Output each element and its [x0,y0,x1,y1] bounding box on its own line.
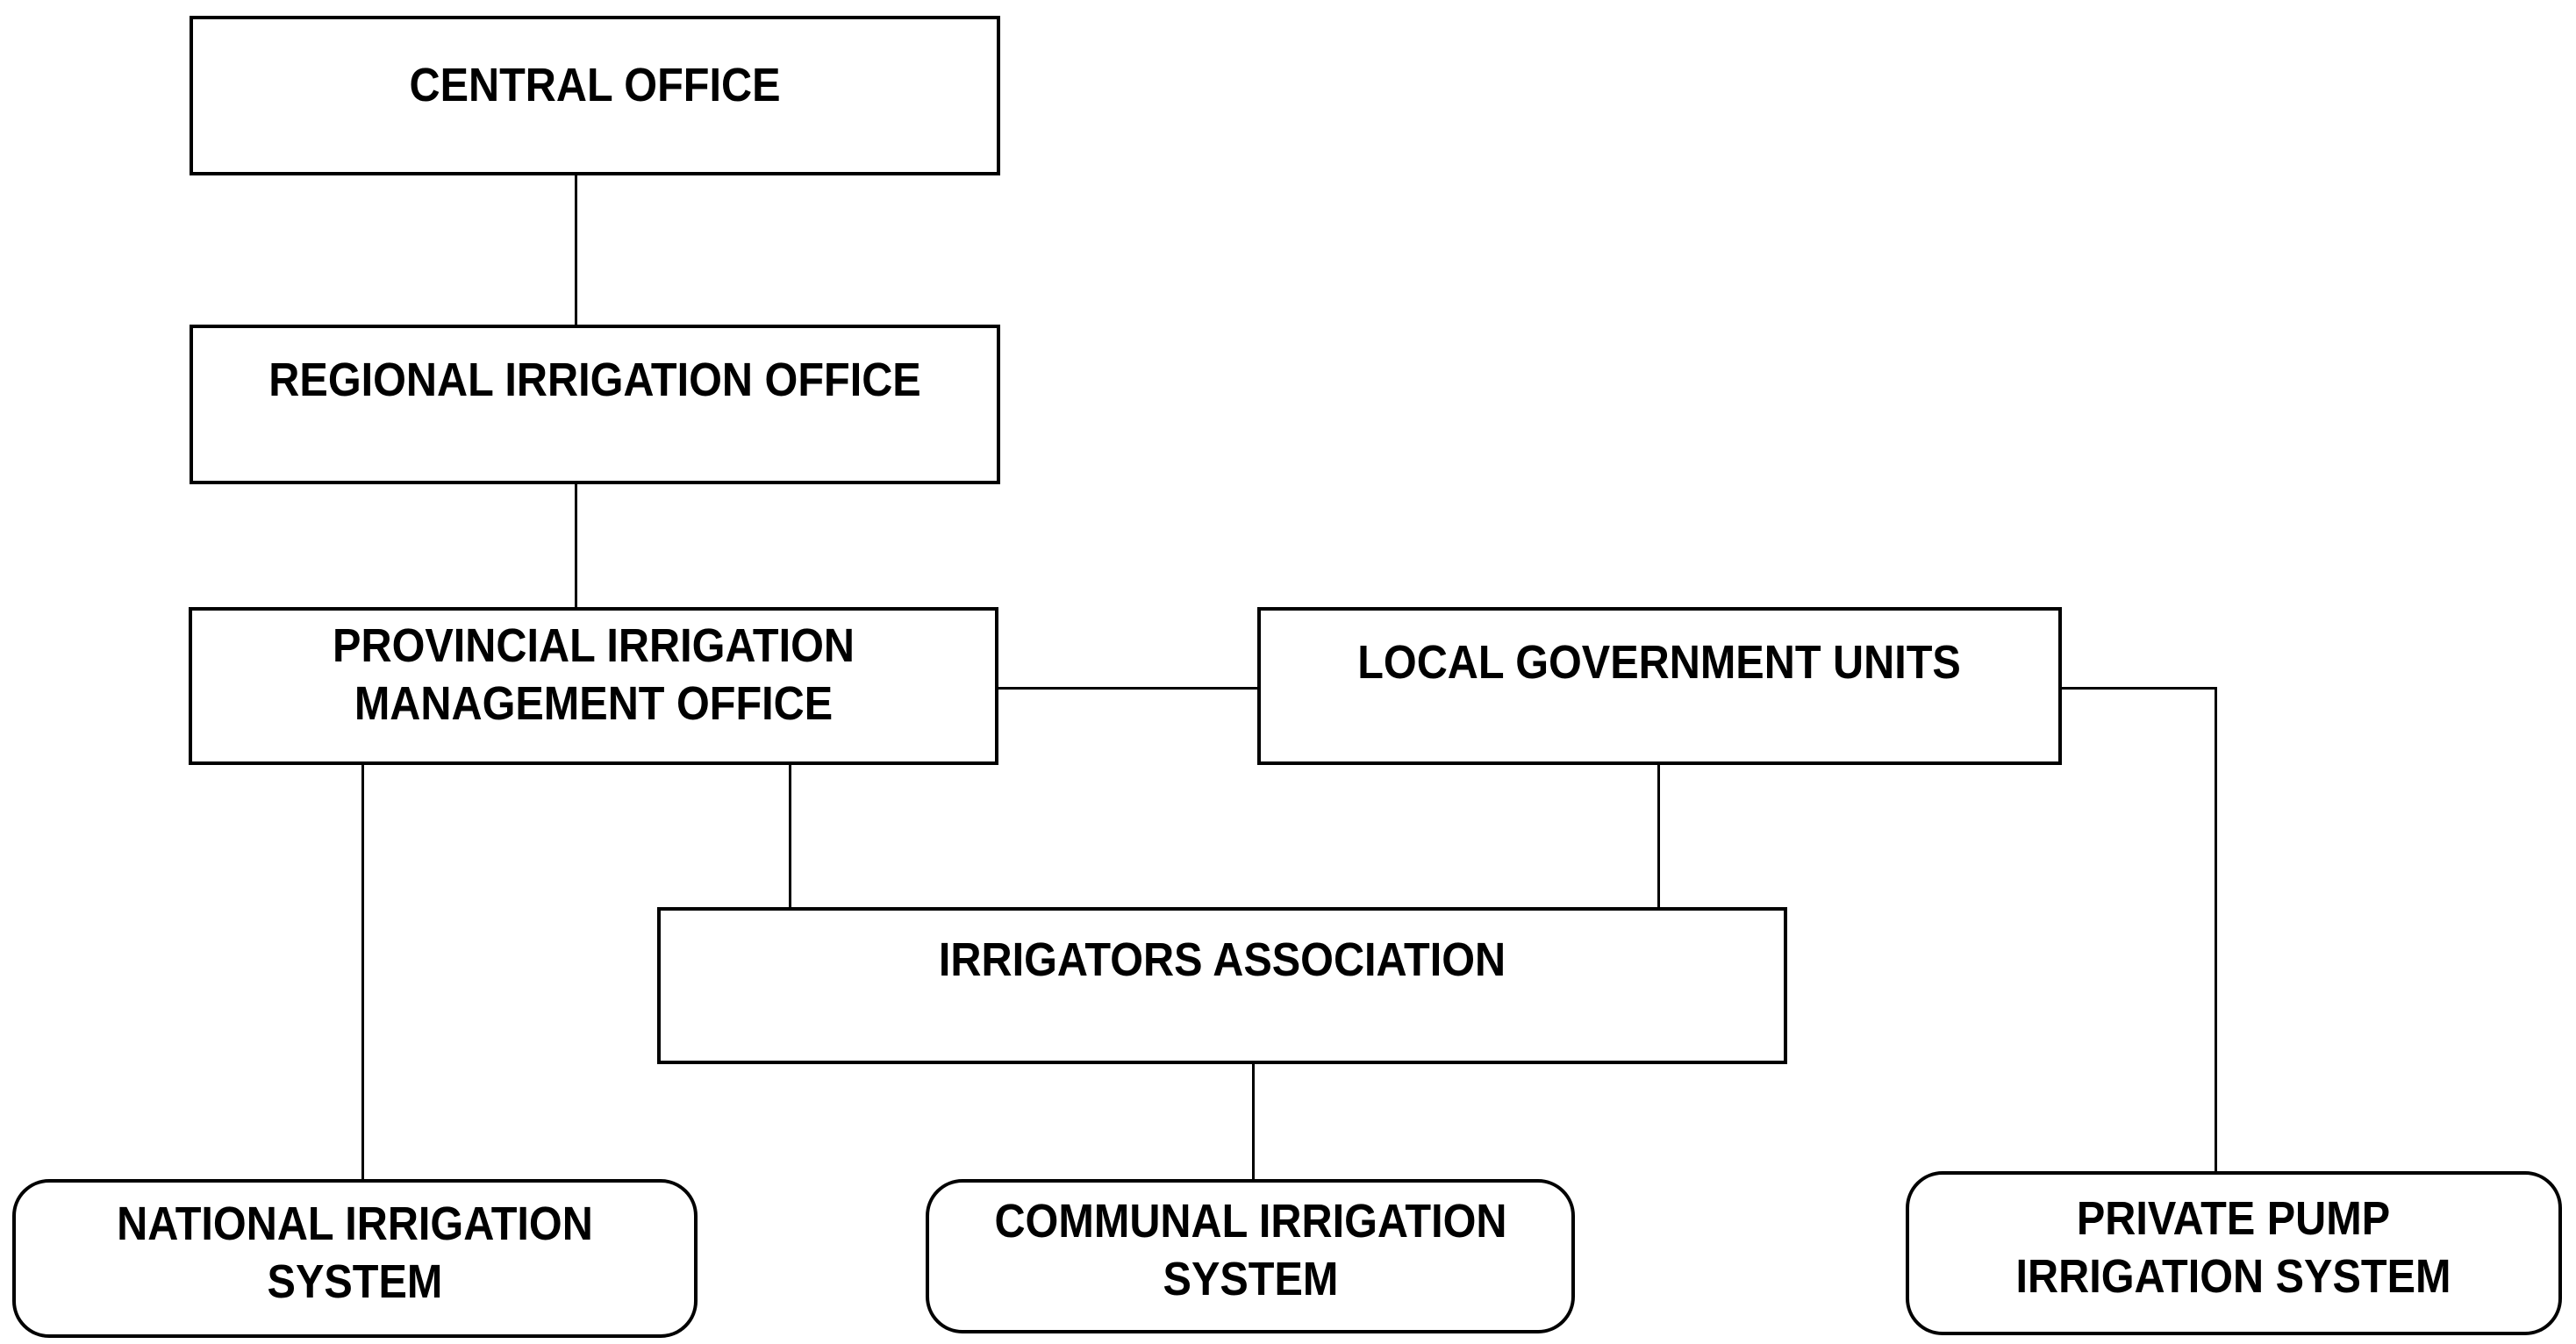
connector-provincial-to-national [361,765,364,1179]
node-local-government-units-label: LOCAL GOVERNMENT UNITS [1357,636,1962,690]
node-regional-irrigation-office-label: REGIONAL IRRIGATION OFFICE [268,354,921,407]
node-national-irrigation-system: NATIONAL IRRIGATION SYSTEM [12,1179,698,1338]
connector-provincial-to-irrigators [789,765,791,907]
node-national-irrigation-system-label: NATIONAL IRRIGATION SYSTEM [117,1197,593,1308]
node-provincial-irrigation-management-office: PROVINCIAL IRRIGATION MANAGEMENT OFFICE [189,607,998,765]
node-private-pump-irrigation-system: PRIVATE PUMP IRRIGATION SYSTEM [1906,1171,2562,1335]
connector-provincial-to-lgu [998,687,1257,690]
node-central-office-label: CENTRAL OFFICE [409,59,781,112]
connector-lgu-to-private-vertical [2215,687,2217,1171]
connector-irrigators-to-communal [1252,1064,1255,1179]
connector-regional-to-provincial [575,484,577,607]
node-local-government-units: LOCAL GOVERNMENT UNITS [1257,607,2062,765]
node-provincial-irrigation-management-office-label: PROVINCIAL IRRIGATION MANAGEMENT OFFICE [333,619,855,730]
node-irrigators-association: IRRIGATORS ASSOCIATION [657,907,1787,1064]
node-regional-irrigation-office: REGIONAL IRRIGATION OFFICE [190,325,1000,484]
node-private-pump-irrigation-system-label: PRIVATE PUMP IRRIGATION SYSTEM [2016,1191,2451,1303]
node-irrigators-association-label: IRRIGATORS ASSOCIATION [938,933,1506,986]
connector-central-to-regional [575,175,577,325]
connector-lgu-to-private-horizontal [2062,687,2217,690]
node-communal-irrigation-system: COMMUNAL IRRIGATION SYSTEM [926,1179,1575,1333]
node-central-office: CENTRAL OFFICE [190,16,1000,175]
node-communal-irrigation-system-label: COMMUNAL IRRIGATION SYSTEM [993,1195,1507,1305]
connector-lgu-to-irrigators [1657,764,1660,907]
